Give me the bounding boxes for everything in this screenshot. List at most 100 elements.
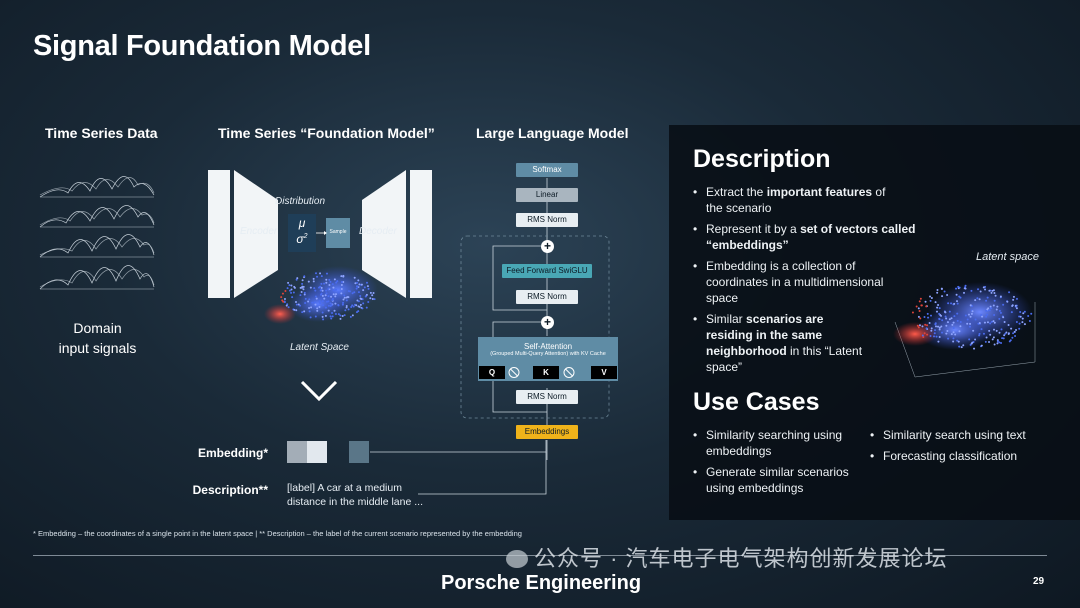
latent-point [936,288,939,291]
latent-point [345,304,348,307]
embedding-square-2 [307,441,327,463]
latent-point [321,315,324,318]
latent-point [291,296,294,299]
add-circle-top: + [541,240,554,253]
latent-point [318,300,321,303]
latent-point [1012,298,1015,301]
latent-point [979,290,982,293]
latent-point [330,295,333,298]
chevron-down-icon [300,380,338,402]
latent-point [955,293,958,296]
latent-point [1014,304,1017,307]
latent-point [930,329,933,332]
latent-point [919,317,922,320]
latent-point [343,294,346,297]
latent-point [286,287,289,290]
latent-point [334,302,337,305]
latent-point [938,318,941,321]
latent-point [952,340,955,343]
latent-point [304,302,307,305]
latent-point [337,304,340,307]
latent-point [310,306,313,309]
latent-point [309,286,312,289]
latent-point [299,304,302,307]
latent-point [923,315,926,318]
latent-point [991,289,994,292]
latent-point [934,301,937,304]
latent-point [978,322,981,325]
linear-block: Linear [516,188,578,202]
encoder-input-bar [208,170,230,298]
latent-point [283,298,286,301]
embedding-connector-lines [370,440,547,495]
latent-point [349,315,352,318]
latent-point [358,305,361,308]
latent-point [989,333,992,336]
latent-point [984,288,987,291]
latent-point [362,289,365,292]
use-case-similarity-search-embeddings: Similarity searching using embeddings [693,427,863,459]
latent-point [357,291,360,294]
latent-point [956,302,959,305]
latent-point [996,340,999,343]
latent-point [933,332,936,335]
embedding-square-1 [287,441,307,463]
latent-point [337,291,340,294]
wechat-icon [506,550,528,568]
latent-point [1023,323,1026,326]
latent-point [362,302,365,305]
latent-point [308,306,311,309]
latent-point [293,308,296,311]
latent-point [972,329,975,332]
latent-point [321,300,324,303]
latent-point [300,290,303,293]
time-series-signals-illustration [39,176,155,290]
latent-point [339,317,342,320]
latent-point [992,336,995,339]
latent-point [1015,320,1018,323]
latent-point [945,324,948,327]
latent-point [968,325,971,328]
latent-point [325,281,328,284]
latent-point [964,287,967,290]
latent-point [925,305,928,308]
latent-point [934,325,937,328]
latent-point [327,300,330,303]
latent-point [933,335,936,338]
use-case-generate-similar-scenarios: Generate similar scenarios using embeddi… [693,464,863,496]
latent-point [320,292,323,295]
use-case-forecasting-classification: Forecasting classification [870,448,1060,464]
latent-space-label: Latent Space [290,342,349,353]
latent-point [322,318,325,321]
latent-point [980,328,983,331]
latent-point [993,299,996,302]
decoder-shape [362,170,406,298]
latent-point [307,280,310,283]
latent-point [943,290,946,293]
latent-point [998,331,1001,334]
latent-point [964,284,967,287]
embedding-label: Embedding* [197,446,268,460]
latent-point [320,286,323,289]
latent-point [921,325,924,328]
latent-point [950,317,953,320]
latent-point [976,297,979,300]
latent-point [1000,342,1003,345]
latent-point [956,339,959,342]
latent-point [342,301,345,304]
latent-point [355,287,358,290]
latent-point [1002,337,1005,340]
latent-point [926,312,929,315]
latent-point [983,321,986,324]
latent-point [309,316,312,319]
rope-icon-q [508,367,520,378]
mu-sigma-symbols: μ σ2 [296,216,308,246]
latent-point [1021,317,1024,320]
latent-point [990,320,993,323]
latent-point [995,308,998,311]
latent-point [936,291,939,294]
latent-point [992,320,995,323]
latent-point [320,288,323,291]
latent-point [314,289,317,292]
latent-point [971,341,974,344]
